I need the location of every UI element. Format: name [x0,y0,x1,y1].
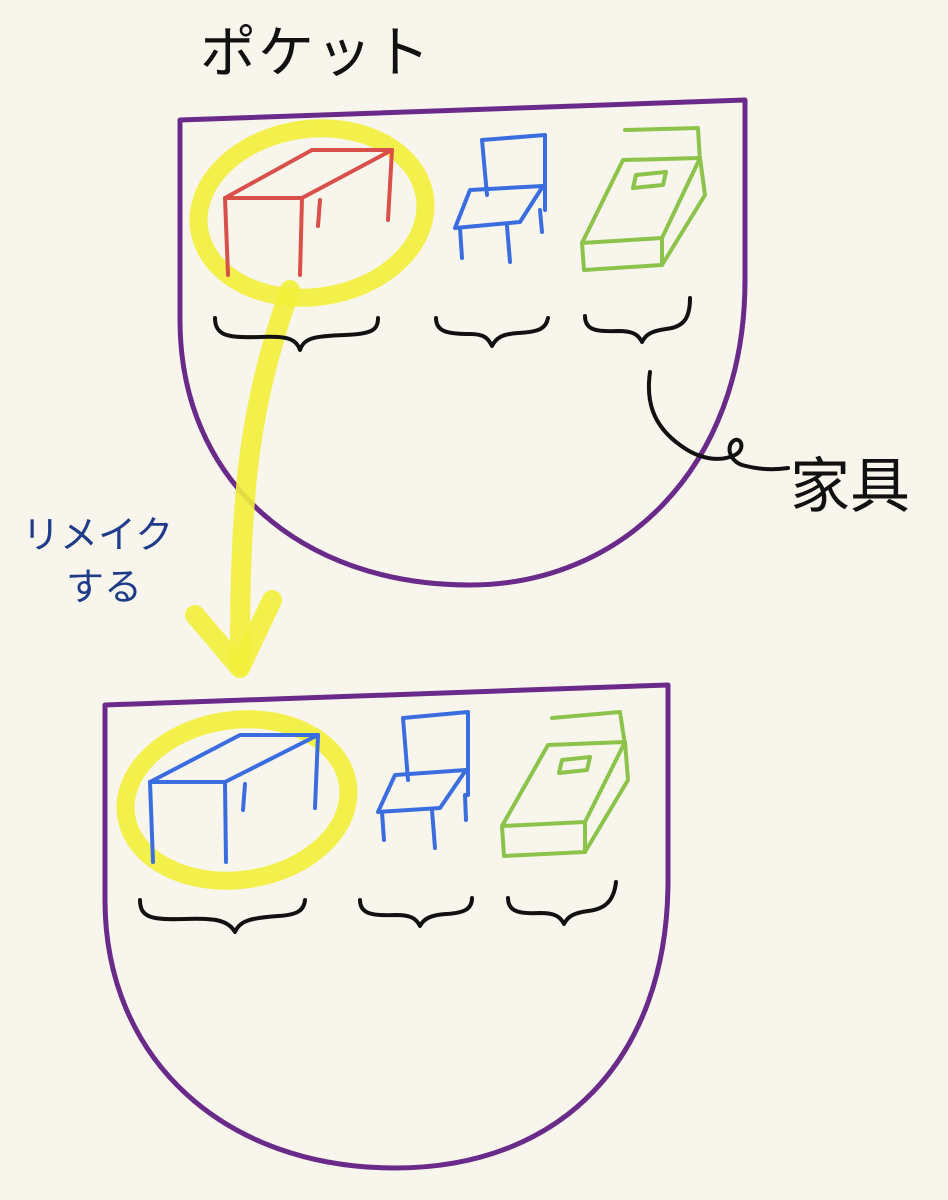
top-pocket-outline [177,97,748,588]
furniture-pointer-line [646,370,790,472]
top-table-highlight [189,119,435,307]
curly-brace-icon [434,316,550,348]
arrow-down-icon [185,590,282,678]
table-icon [223,148,394,277]
pocket-label: ポケット [200,21,432,86]
furniture-label: 家具 [790,452,910,522]
bed-icon [500,710,630,858]
curly-brace-icon [138,898,307,934]
curly-brace-icon [358,896,474,928]
remake-arrow-shaft [230,280,300,675]
remake-label-line1: リメイク [22,513,173,557]
bottom-pocket-outline [102,682,671,1171]
curly-brace-icon [213,316,380,352]
table-icon [148,733,320,864]
remake-arrow [185,280,300,678]
bed-icon [580,126,707,272]
remake-label-line2: する [66,565,142,609]
bottom-table-highlight [116,710,358,890]
chair-icon [376,710,470,850]
chair-icon [453,133,547,264]
curly-brace-icon [583,296,692,344]
curly-brace-icon [506,880,618,926]
